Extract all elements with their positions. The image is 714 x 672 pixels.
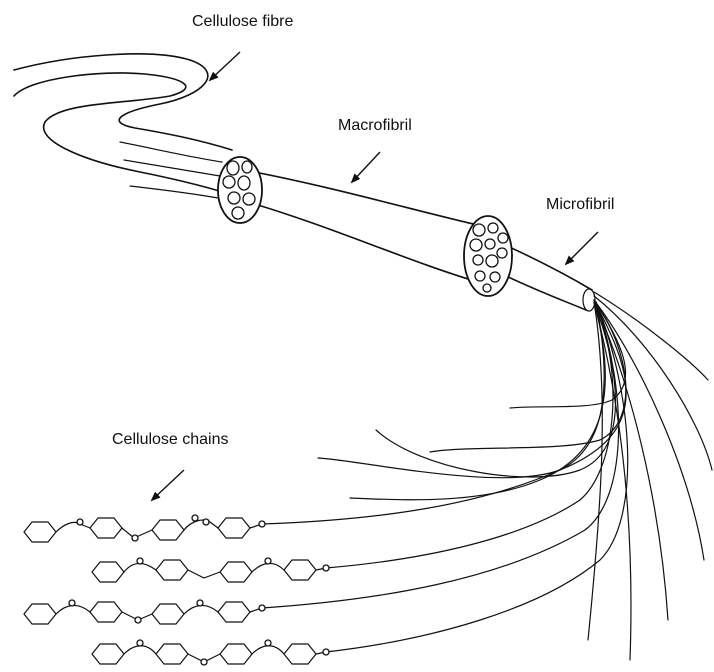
fibre-cross-section xyxy=(218,157,262,223)
cellulose-chain-rows xyxy=(24,515,329,665)
chains-arrow xyxy=(152,470,184,500)
chain-row xyxy=(24,600,265,624)
fibre-arrow xyxy=(210,52,240,80)
chain-strands xyxy=(262,302,628,652)
splayed-strands xyxy=(318,292,712,660)
chain-row xyxy=(92,558,329,582)
macrofibril-arrow xyxy=(352,152,380,182)
microfibril-arrow xyxy=(566,232,598,264)
macrofibril-body xyxy=(244,170,482,282)
label-microfibril: Microfibril xyxy=(546,197,614,213)
macrofibril-cross-section xyxy=(464,216,512,296)
chain-row xyxy=(24,515,265,542)
cellulose-fibre-outline xyxy=(14,54,232,198)
chain-row xyxy=(92,640,329,665)
label-cellulose-chains: Cellulose chains xyxy=(112,432,229,448)
label-macrofibril: Macrofibril xyxy=(338,118,412,134)
label-cellulose-fibre: Cellulose fibre xyxy=(192,14,293,30)
